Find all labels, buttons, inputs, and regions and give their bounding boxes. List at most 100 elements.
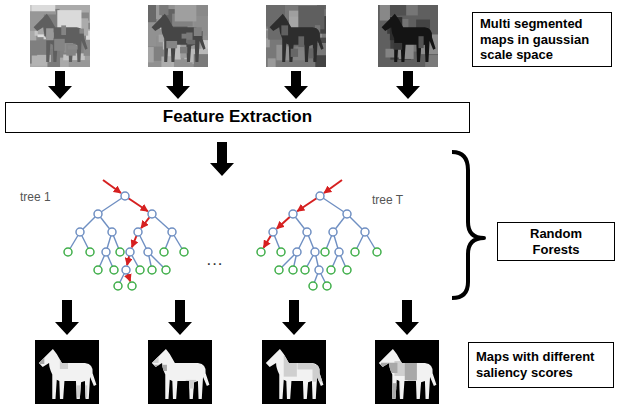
segment-patch <box>54 39 65 51</box>
down-arrow <box>55 300 79 335</box>
annotation-box: Random Forests <box>497 222 615 261</box>
leaf-node <box>321 248 329 256</box>
saliency-patch <box>405 359 417 380</box>
split-node <box>102 248 110 256</box>
split-node <box>361 228 369 236</box>
saliency-map <box>375 340 439 404</box>
decision-path <box>324 180 342 193</box>
tree-branch <box>320 196 347 214</box>
leaf-node <box>128 282 136 290</box>
segment-patch <box>180 47 187 53</box>
box-text: Multi segmented maps in gaussian scale s… <box>480 16 604 63</box>
saliency-patch <box>298 357 315 369</box>
split-node <box>94 210 102 218</box>
leaf-node <box>94 266 102 274</box>
map-background <box>375 340 439 404</box>
horse-silhouette <box>270 14 324 62</box>
segment-patch <box>175 5 197 21</box>
split-node <box>121 192 129 200</box>
split-node <box>168 228 176 236</box>
leaf-node <box>343 266 351 274</box>
saliency-patch <box>60 353 68 369</box>
leaf-node <box>110 266 118 274</box>
saliency-patch <box>193 355 211 363</box>
segment-patch <box>298 6 324 29</box>
curly-brace <box>452 152 484 298</box>
process-box: Feature Extraction <box>5 102 470 133</box>
segment-patch <box>291 49 298 57</box>
split-node <box>293 248 301 256</box>
down-arrow <box>282 300 306 335</box>
decision-tree <box>257 180 381 290</box>
segment-patch <box>281 25 288 35</box>
tree-branch <box>98 196 125 214</box>
down-arrow <box>210 142 234 176</box>
segmented-map <box>145 0 227 80</box>
horse-silhouette <box>382 14 436 62</box>
leaf-node <box>323 282 331 290</box>
down-arrow <box>166 71 190 99</box>
horse-silhouette <box>152 14 206 62</box>
saliency-patch <box>154 365 167 371</box>
split-node <box>76 228 84 236</box>
down-arrow <box>284 71 308 99</box>
box-text: Maps with different saliency scores <box>476 349 606 380</box>
split-node <box>315 266 323 274</box>
ellipsis-label: ··· <box>206 254 223 274</box>
segment-patch <box>61 25 66 35</box>
segment-patch <box>79 29 84 34</box>
horse-silhouette <box>39 349 97 399</box>
down-arrow <box>396 71 420 99</box>
split-node <box>134 228 142 236</box>
split-node <box>343 210 351 218</box>
saliency-patch <box>381 363 397 373</box>
split-node <box>311 248 319 256</box>
leaf-node <box>116 248 124 256</box>
segment-patch <box>418 36 423 48</box>
segment-patch <box>268 58 276 67</box>
split-node <box>335 248 343 256</box>
leaf-node <box>180 248 188 256</box>
saliency-patches <box>267 355 330 399</box>
segment-patch <box>388 5 406 16</box>
box-text: Random Forests <box>505 226 607 257</box>
saliency-map <box>262 340 330 404</box>
split-node <box>126 248 134 256</box>
split-node <box>144 248 152 256</box>
saliency-patch <box>267 369 274 389</box>
leaf-node <box>327 266 335 274</box>
leaf-node <box>86 248 94 256</box>
saliency-patches <box>381 359 417 399</box>
leaf-node <box>301 266 309 274</box>
leaf-node <box>148 266 156 274</box>
segment-patch <box>315 55 326 67</box>
segment-patch <box>187 40 195 45</box>
saliency-patch <box>391 383 400 399</box>
split-node <box>148 210 156 218</box>
segment-group <box>148 5 208 67</box>
saliency-map <box>148 340 212 404</box>
leaf-node <box>257 248 265 256</box>
down-arrow <box>168 300 192 335</box>
saliency-patch <box>186 380 196 389</box>
segment-patch <box>298 36 304 47</box>
split-node <box>269 228 277 236</box>
segment-patch <box>46 28 53 40</box>
leaf-node <box>64 248 72 256</box>
tree-label: tree 1 <box>20 190 51 204</box>
split-node <box>289 210 297 218</box>
segmented-map <box>378 0 444 74</box>
split-node <box>122 266 130 274</box>
saliency-patches <box>148 353 211 388</box>
saliency-patch <box>312 365 329 382</box>
segment-group <box>30 5 90 67</box>
segment-patch <box>380 5 390 21</box>
segment-patch <box>159 5 168 15</box>
saliency-map <box>35 340 99 404</box>
decision-path <box>103 180 121 193</box>
horse-silhouette <box>379 349 437 399</box>
segment-patch <box>394 43 403 50</box>
saliency-patch <box>148 353 158 363</box>
